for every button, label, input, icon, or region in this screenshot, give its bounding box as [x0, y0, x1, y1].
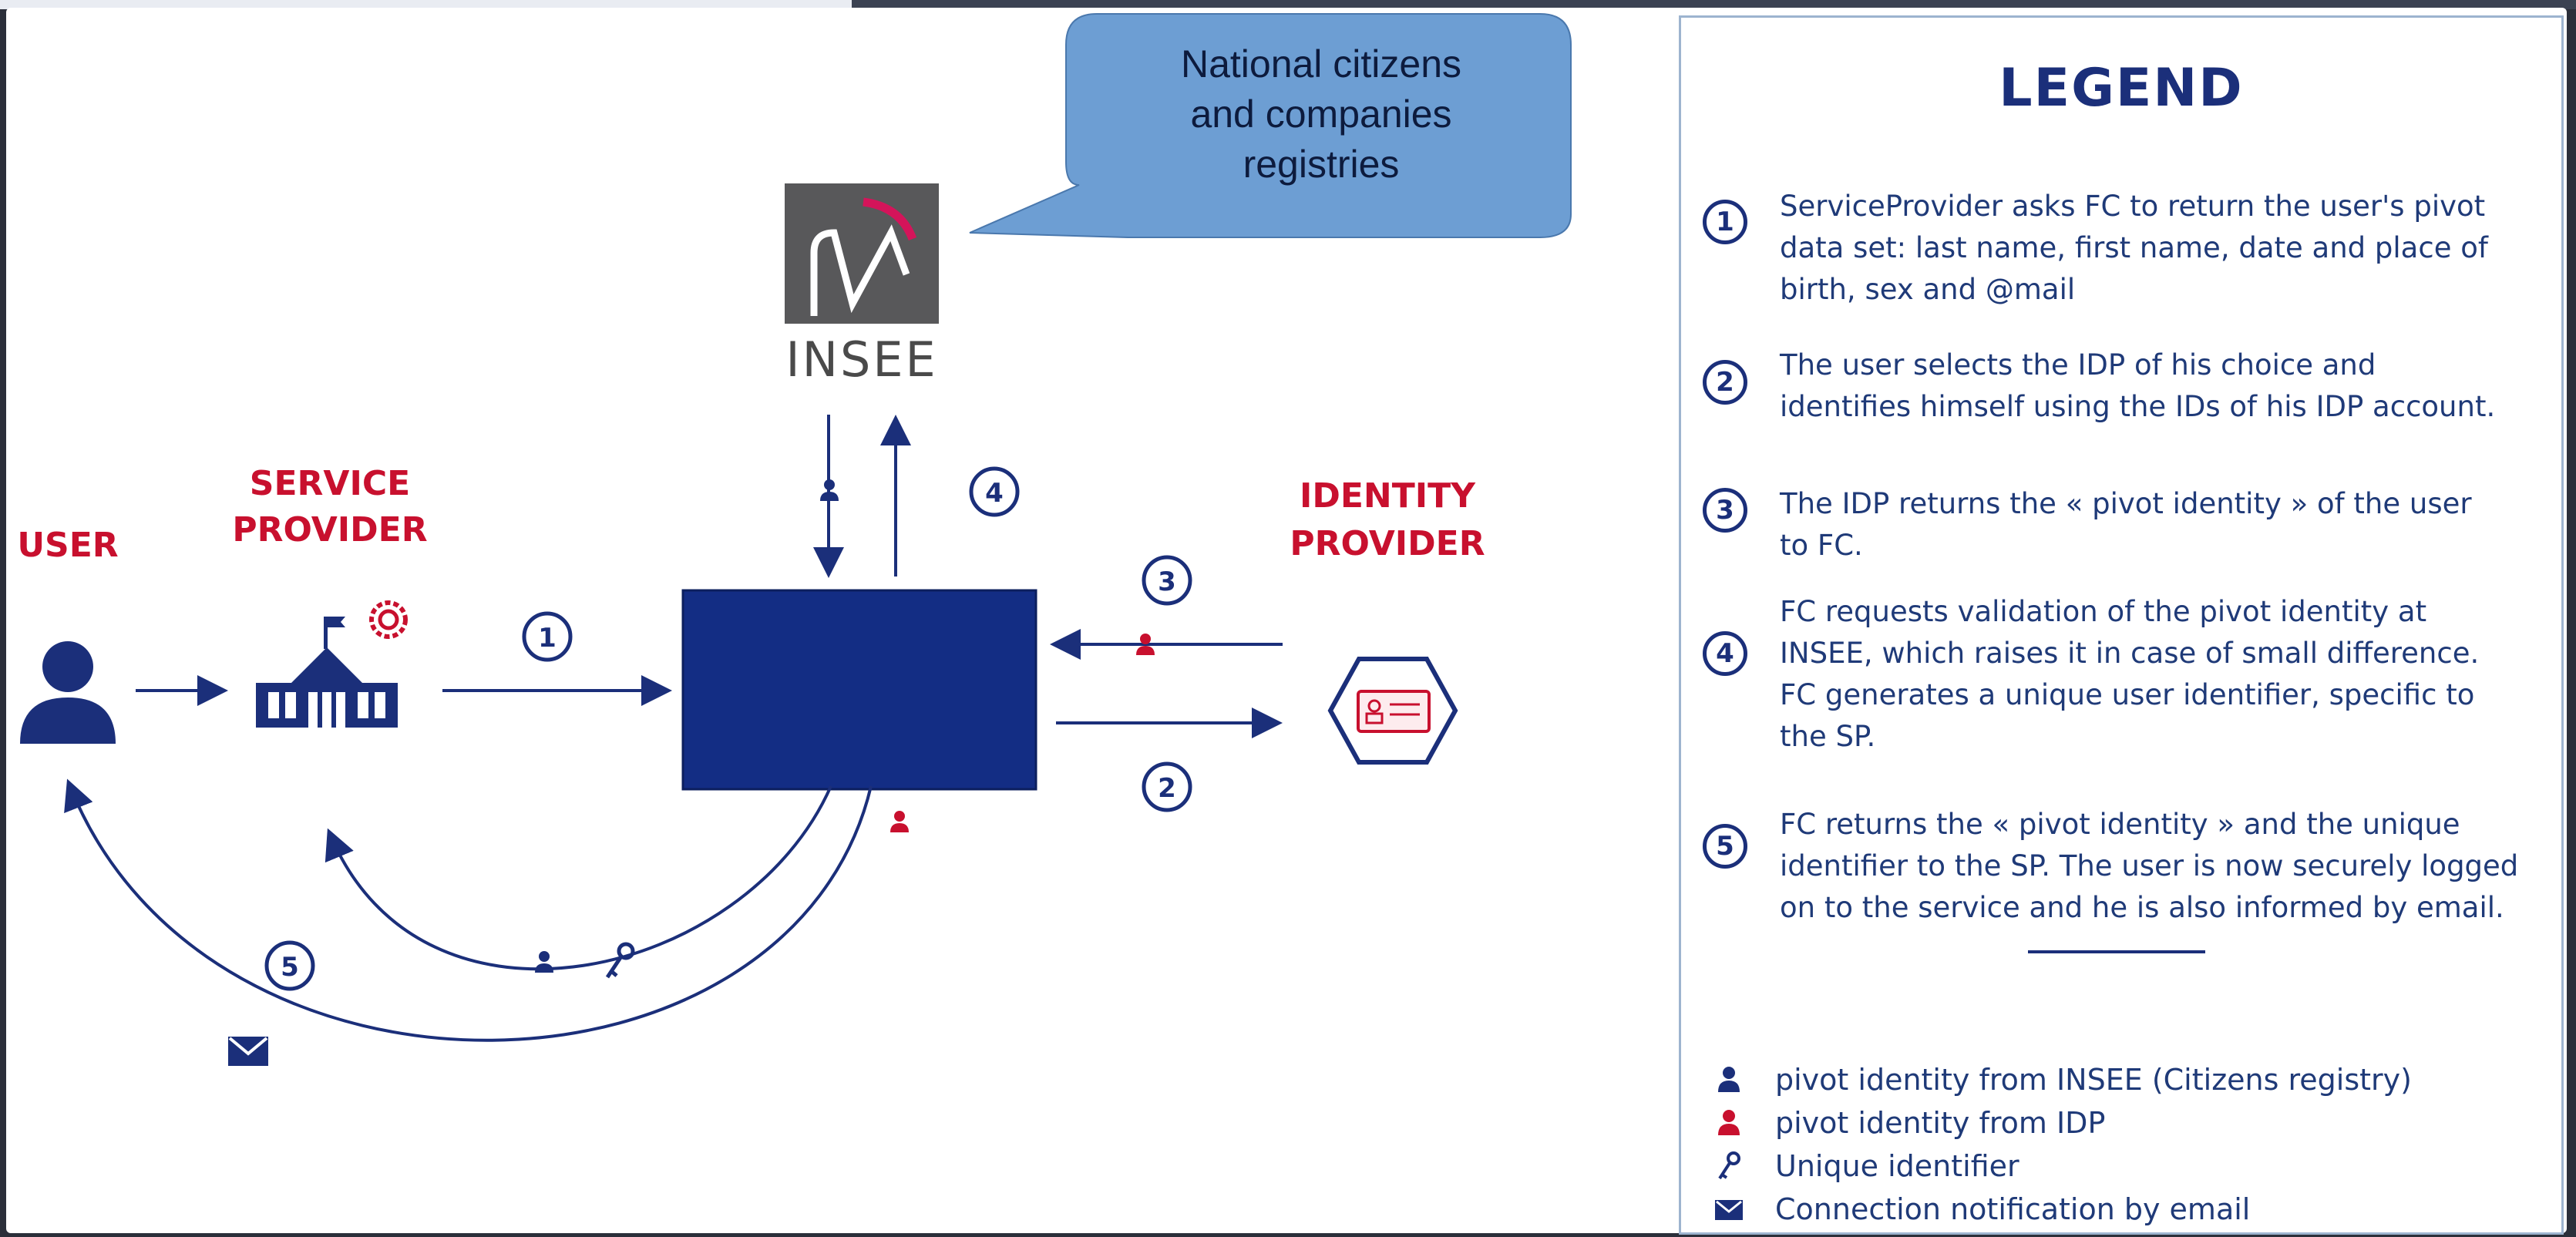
legend-step-4-num: 4: [1703, 631, 1747, 676]
diagram-step-4-num: 4: [985, 478, 1004, 509]
diagram-step-1-num: 1: [538, 623, 557, 654]
person-navy-icon: [1718, 1067, 1740, 1092]
callout-bubble: National citizens and companies registri…: [969, 13, 1572, 238]
envelope-icon: [228, 1037, 268, 1066]
identity-provider-id-card-icon: [1327, 657, 1458, 765]
identity-provider-label-1: IDENTITY: [1300, 476, 1476, 516]
callout-line-2: and companies: [1190, 92, 1451, 136]
diagram-step-5-num: 5: [281, 952, 299, 983]
diagram-step-3: 3: [1142, 555, 1192, 606]
diagram-step-1: 1: [522, 611, 573, 662]
legend-step-4-line-1: FC requests validation of the pivot iden…: [1780, 595, 2427, 628]
person-red-icon: [1718, 1110, 1740, 1135]
diagram-step-2: 2: [1142, 761, 1192, 812]
legend-step-5-line-3: on to the service and he is also informe…: [1780, 891, 2504, 924]
legend-step-1-text: ServiceProvider asks FC to return the us…: [1780, 186, 2551, 311]
legend-step-4-text: FC requests validation of the pivot iden…: [1780, 591, 2551, 758]
person-navy-icon: [535, 951, 553, 973]
flow-arrows: [64, 415, 1283, 1042]
legend-step-3-line-2: to FC.: [1780, 529, 1863, 562]
legend-step-3-line-1: The IDP returns the « pivot identity » o…: [1780, 487, 2472, 520]
legend-divider: [2028, 950, 2205, 953]
legend-step-1-line-1: ServiceProvider asks FC to return the us…: [1780, 190, 2486, 223]
user-icon: [20, 641, 116, 744]
service-provider-building-icon: [256, 617, 398, 728]
arrow-fc-to-user-curve: [64, 778, 873, 1042]
window-top-bar: [0, 0, 2576, 9]
diagram-step-2-num: 2: [1158, 773, 1176, 804]
gear-icon: [369, 600, 408, 639]
legend-panel: LEGEND 1 ServiceProvider asks FC to retu…: [1679, 15, 2564, 1235]
legend-key-email: Connection notification by email: [1712, 1189, 2544, 1229]
window-top-bar-highlight: [0, 0, 852, 9]
legend-step-5-text: FC returns the « pivot identity » and th…: [1780, 804, 2551, 929]
callout-line-1: National citizens: [1181, 42, 1461, 86]
legend-step-2-line-2: identifies himself using the IDs of his …: [1780, 390, 2496, 423]
service-provider-label-1: SERVICE: [250, 464, 410, 503]
legend-step-2-num: 2: [1703, 360, 1747, 405]
envelope-icon: [1715, 1200, 1743, 1220]
arrow-fc-to-sp-curve: [325, 785, 832, 971]
legend-step-5-line-2: identifier to the SP. The user is now se…: [1780, 849, 2519, 882]
legend-key-identifier-label: Unique identifier: [1775, 1149, 2019, 1183]
legend-step-1-line-3: birth, sex and @mail: [1780, 273, 2076, 306]
legend-key-idp-label: pivot identity from IDP: [1775, 1106, 2106, 1140]
legend-step-2-line-1: The user selects the IDP of his choice a…: [1780, 348, 2376, 382]
callout-line-3: registries: [1243, 143, 1400, 186]
service-provider-label-2: PROVIDER: [232, 510, 427, 550]
identity-provider-label-2: PROVIDER: [1290, 524, 1485, 563]
legend-step-4-line-4: the SP.: [1780, 720, 1876, 753]
legend-step-1-num: 1: [1703, 200, 1747, 244]
legend-key-email-label: Connection notification by email: [1775, 1192, 2251, 1226]
legend-key-insee-label: pivot identity from INSEE (Citizens regi…: [1775, 1063, 2412, 1097]
legend-step-5-line-1: FC returns the « pivot identity » and th…: [1780, 808, 2460, 841]
diagram-step-5: 5: [264, 940, 315, 991]
key-icon: [605, 942, 635, 979]
person-navy-icon: [820, 479, 839, 501]
user-label: USER: [17, 526, 118, 565]
legend-step-3-num: 3: [1703, 488, 1747, 533]
fc-flow-diagram: National citizens and companies registri…: [17, 13, 1572, 1066]
legend-key-idp: pivot identity from IDP: [1712, 1103, 2544, 1143]
diagram-step-4: 4: [969, 466, 1020, 517]
legend-step-4-line-2: INSEE, which raises it in case of small …: [1780, 637, 2480, 670]
insee-label: INSEE: [785, 331, 937, 388]
key-icon: [1718, 1151, 1740, 1180]
legend-step-2-text: The user selects the IDP of his choice a…: [1780, 345, 2551, 428]
legend-step-5-num: 5: [1703, 824, 1747, 869]
legend-step-3-text: The IDP returns the « pivot identity » o…: [1780, 483, 2551, 566]
legend-step-4-line-3: FC generates a unique user identifier, s…: [1780, 678, 2475, 711]
legend-key-insee: pivot identity from INSEE (Citizens regi…: [1712, 1060, 2544, 1100]
diagram-step-3-num: 3: [1158, 566, 1176, 597]
franceconnect-box: [681, 589, 1037, 791]
person-red-icon: [890, 811, 909, 832]
diagram-canvas: National citizens and companies registri…: [6, 8, 2567, 1235]
legend-title: LEGEND: [1999, 58, 2244, 119]
legend-key-identifier: Unique identifier: [1712, 1146, 2544, 1186]
legend-step-1-line-2: data set: last name, first name, date an…: [1780, 231, 2488, 264]
insee-logo: INSEE: [785, 183, 939, 388]
